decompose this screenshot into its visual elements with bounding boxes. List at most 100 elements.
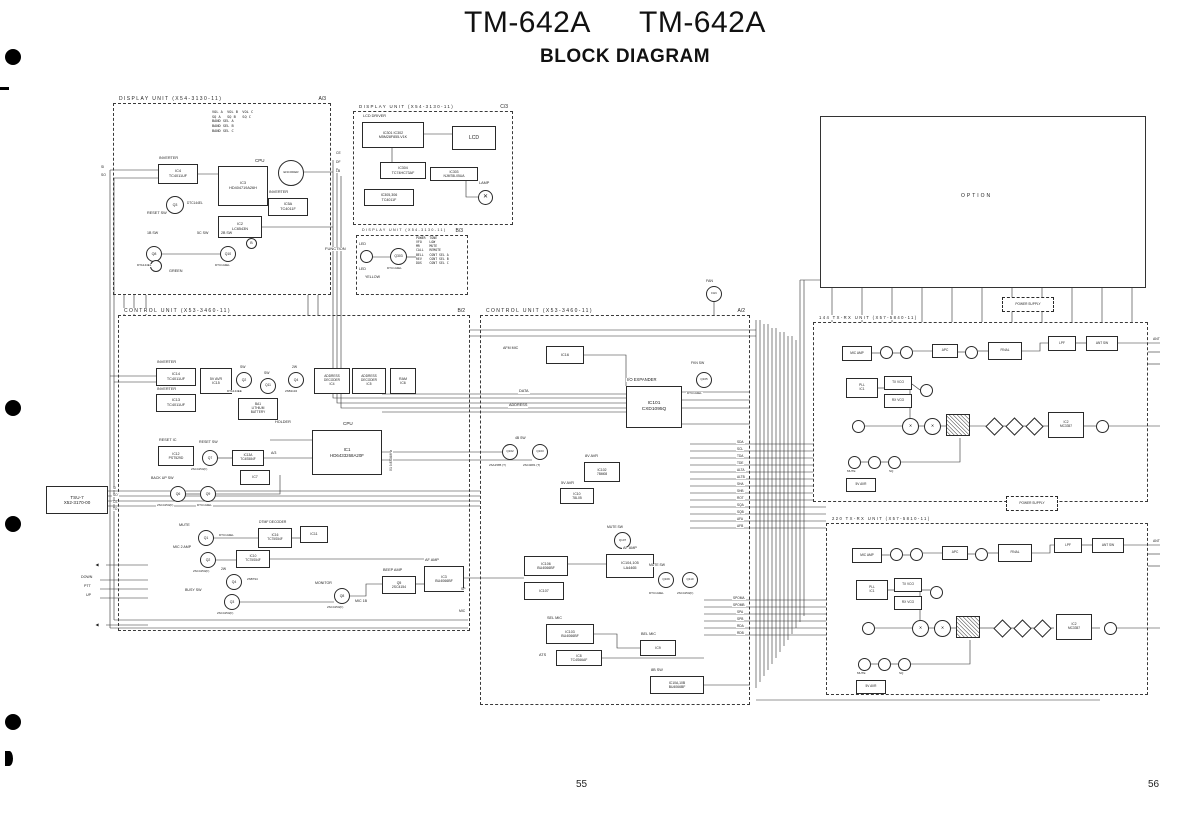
- power-supply-2: POWER SUPPLY: [1006, 496, 1058, 511]
- text-label: DATA: [518, 389, 530, 394]
- text-label: TDA: [736, 454, 745, 459]
- text-label: RDB: [736, 631, 745, 636]
- u2-mute1: [858, 658, 871, 671]
- text-label: 2SC4154(F): [190, 467, 209, 471]
- section-txrx-unit-220-label: 220 TX-RX UNIT (X57-5810-11): [830, 516, 933, 522]
- u2-mix2: ✕: [934, 620, 951, 637]
- main-cpu-ic1-label: CPU: [342, 421, 354, 427]
- wire: [911, 383, 921, 391]
- text-label: SP: [460, 587, 467, 592]
- u1-q1: [880, 346, 893, 359]
- u1-mix1: ✕: [902, 418, 919, 435]
- u2-final: FINAL: [998, 544, 1032, 562]
- u2-ant-sw: ANT SW: [1092, 538, 1124, 553]
- text-label: 2SC4081 (T): [522, 463, 542, 467]
- wire: [1022, 342, 1048, 352]
- text-label: YELLOW: [364, 275, 381, 280]
- punch-hole-mark: [5, 400, 21, 416]
- text-label: ANT: [1152, 539, 1161, 544]
- q3-busy: Q3: [224, 594, 240, 610]
- text-label: 1B SW: [146, 231, 160, 236]
- text-label: MIC: [458, 609, 467, 614]
- text-label: 2SA1585 (T): [488, 463, 508, 467]
- section-txrx-unit-144: 144 TX-RX UNIT (X57-5840-11): [813, 315, 1148, 502]
- u2-buff: [930, 586, 943, 599]
- ic107: IC107: [524, 582, 564, 600]
- text-label: SPOMA: [732, 596, 746, 601]
- text-label: SO: [112, 493, 119, 498]
- u2-avr: 5V AVR: [856, 680, 886, 694]
- u2-apc: APC: [942, 546, 968, 560]
- section-txrx-unit-220: 220 TX-RX UNIT (X57-5810-11): [826, 516, 1148, 695]
- page-subtitle: BLOCK DIAGRAM: [540, 46, 711, 67]
- text-label: AFA: [736, 517, 745, 522]
- dtmf-ic16-label: DTMF DECODER: [258, 520, 288, 525]
- inverter-ic14-label: INVERTER: [156, 360, 178, 365]
- text-label: MUTE SW: [606, 525, 625, 530]
- section-control-unit-a: CONTROL UNIT (X53-3460-11)A/2: [480, 308, 750, 705]
- text-label: 2SC4154(F): [326, 605, 345, 609]
- text-label: A/3: [270, 451, 278, 456]
- text-label: 2SB1132: [284, 389, 299, 393]
- text-label: 2W: [291, 365, 299, 370]
- text-label: GREEN: [168, 269, 184, 274]
- u2-drive: [975, 548, 988, 561]
- u1-mute2: [868, 456, 881, 469]
- u1-ant-sw: ANT SW: [1086, 336, 1118, 351]
- inverter-ic13-label: INVERTER: [156, 387, 178, 392]
- u1-af-q: [1096, 420, 1109, 433]
- q11-sw: Q11: [260, 378, 276, 394]
- q8-monitor: Q8: [334, 588, 350, 604]
- section-display-unit-b-label: DISPLAY UNIT (X54-3130-11): [360, 228, 449, 233]
- text-label: 4B SW: [514, 436, 527, 441]
- q2-sw: Q2: [236, 372, 252, 388]
- q9: Q9: [200, 486, 216, 502]
- q109-mute: Q109: [658, 572, 674, 588]
- speaker-jack: ◀: [95, 561, 99, 567]
- lcd: LCD: [452, 126, 496, 150]
- avr-8v-ic102-label: 8V AVR: [584, 454, 600, 459]
- text-label: SPOMB: [732, 603, 746, 608]
- text-label: SO: [100, 173, 107, 178]
- u2-q1: [890, 548, 903, 561]
- wire: [911, 640, 971, 665]
- avr-5v-ic10-label: 5V AVR: [560, 481, 576, 486]
- fan: FAN: [706, 286, 722, 302]
- q6: Q6: [170, 486, 186, 502]
- section-display-unit-b-sheet-ref: B/3: [453, 228, 465, 234]
- text-label: DTC144EL: [218, 533, 235, 537]
- wire: [584, 354, 627, 386]
- text-label: 2SC4154(F): [156, 503, 175, 507]
- u1-apc: APC: [932, 344, 958, 358]
- wire: [216, 475, 281, 495]
- punch-hole-mark: [5, 714, 21, 730]
- text-label: ADDRESS: [508, 403, 529, 408]
- text-label: SQA: [736, 503, 745, 508]
- text-label: ALTB: [736, 475, 746, 480]
- u1-mix2: ✕: [924, 418, 941, 435]
- u2-af-q: [1104, 622, 1117, 635]
- af-amp-ic104-label: AF AMP: [622, 546, 638, 551]
- section-option: [820, 116, 1146, 288]
- text-label: SQ: [898, 671, 905, 675]
- text-label: UP: [85, 593, 92, 598]
- text-label: LED: [358, 267, 367, 272]
- text-label: SI: [112, 486, 118, 491]
- text-label: DTC144EL: [214, 263, 231, 267]
- inverter-ic5a-label: INVERTER: [268, 190, 290, 195]
- u2-rf-amp: [862, 622, 875, 635]
- u2-rx-vco: RX VCO: [894, 596, 922, 610]
